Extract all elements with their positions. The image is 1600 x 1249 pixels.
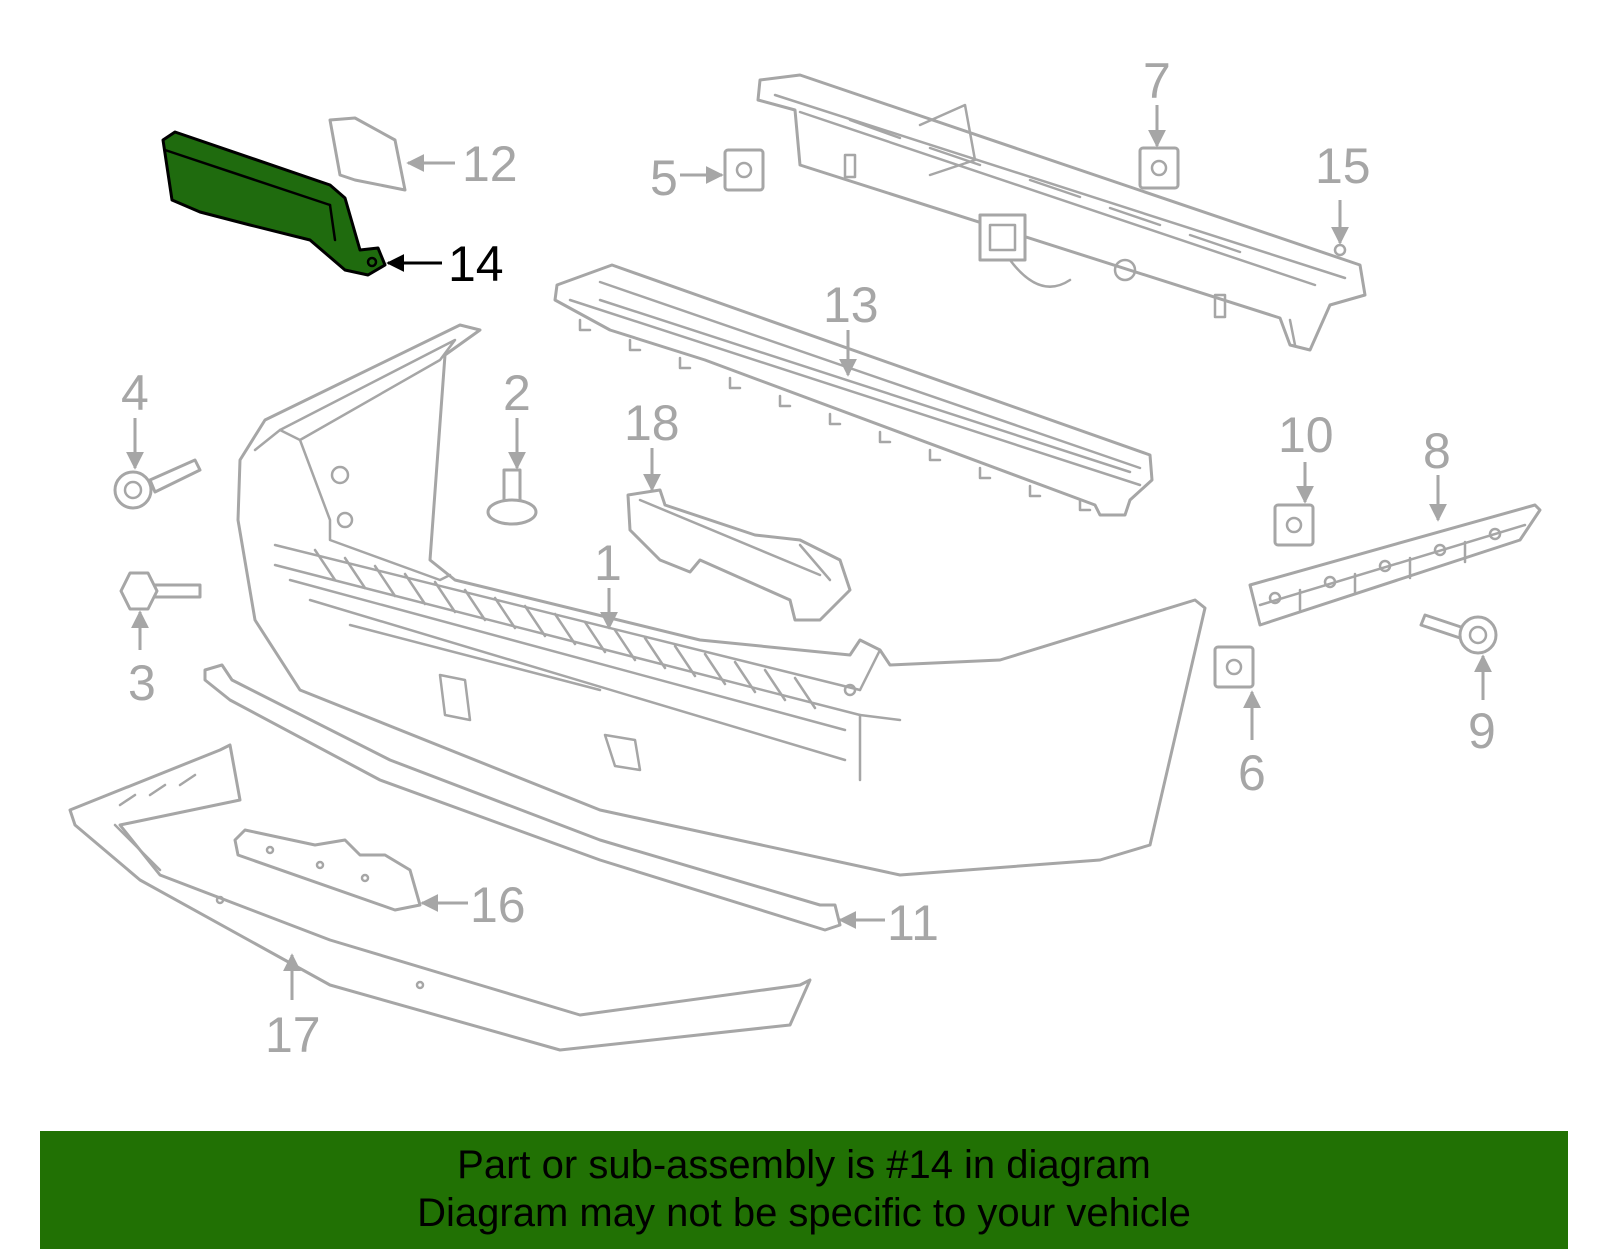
callout-5: 5 — [650, 150, 678, 206]
callout-1: 1 — [594, 535, 622, 591]
bolt-part-9[interactable] — [1419, 613, 1498, 655]
energy-absorber-part[interactable] — [553, 263, 1154, 517]
clip-part-6[interactable] — [1213, 645, 1255, 689]
callout-8: 8 — [1423, 423, 1451, 479]
skid-bracket-part[interactable] — [233, 828, 422, 912]
absorber-tabs — [578, 318, 1092, 512]
highlighted-part-14[interactable] — [161, 130, 387, 277]
callout-17: 17 — [265, 1007, 321, 1063]
pad-part[interactable] — [328, 116, 407, 192]
callout-11: 11 — [887, 895, 939, 951]
callout-4: 4 — [121, 365, 149, 421]
bolt-part-2[interactable] — [486, 468, 538, 526]
callout-10: 10 — [1278, 407, 1334, 463]
callout-6: 6 — [1238, 745, 1266, 801]
bolt-part-3[interactable] — [119, 571, 202, 611]
clip-part-5[interactable] — [723, 148, 765, 192]
skid-plate-part[interactable] — [68, 743, 812, 1052]
leader-arrows — [126, 105, 1492, 1000]
callout-9: 9 — [1468, 703, 1496, 759]
callout-labels: 12 14 5 7 15 13 4 2 18 10 8 1 3 9 6 16 1… — [121, 53, 1496, 1063]
clip-part-10[interactable] — [1273, 503, 1315, 547]
clip-part-7[interactable] — [1138, 146, 1180, 190]
callout-13: 13 — [823, 277, 879, 333]
side-bracket-part[interactable] — [1248, 503, 1542, 627]
bolt-part-4[interactable] — [113, 458, 202, 510]
callout-12: 12 — [462, 136, 518, 192]
bumper-cover-part[interactable] — [236, 323, 1207, 877]
callout-15: 15 — [1315, 138, 1371, 194]
info-banner: Part or sub-assembly is #14 in diagram D… — [40, 1131, 1568, 1249]
callout-14: 14 — [448, 236, 504, 292]
lower-valance-part[interactable] — [203, 663, 842, 932]
callout-7: 7 — [1143, 53, 1171, 109]
callout-2: 2 — [503, 365, 531, 421]
callout-18: 18 — [624, 395, 680, 451]
reinforcement-beam-part[interactable] — [756, 73, 1367, 352]
banner-line-2: Diagram may not be specific to your vehi… — [417, 1191, 1191, 1235]
banner-line-1: Part or sub-assembly is #14 in diagram — [457, 1143, 1151, 1187]
step-pad-ribs — [313, 548, 817, 710]
callout-16: 16 — [470, 877, 526, 933]
center-bracket-part[interactable] — [626, 488, 852, 622]
callout-3: 3 — [128, 655, 156, 711]
